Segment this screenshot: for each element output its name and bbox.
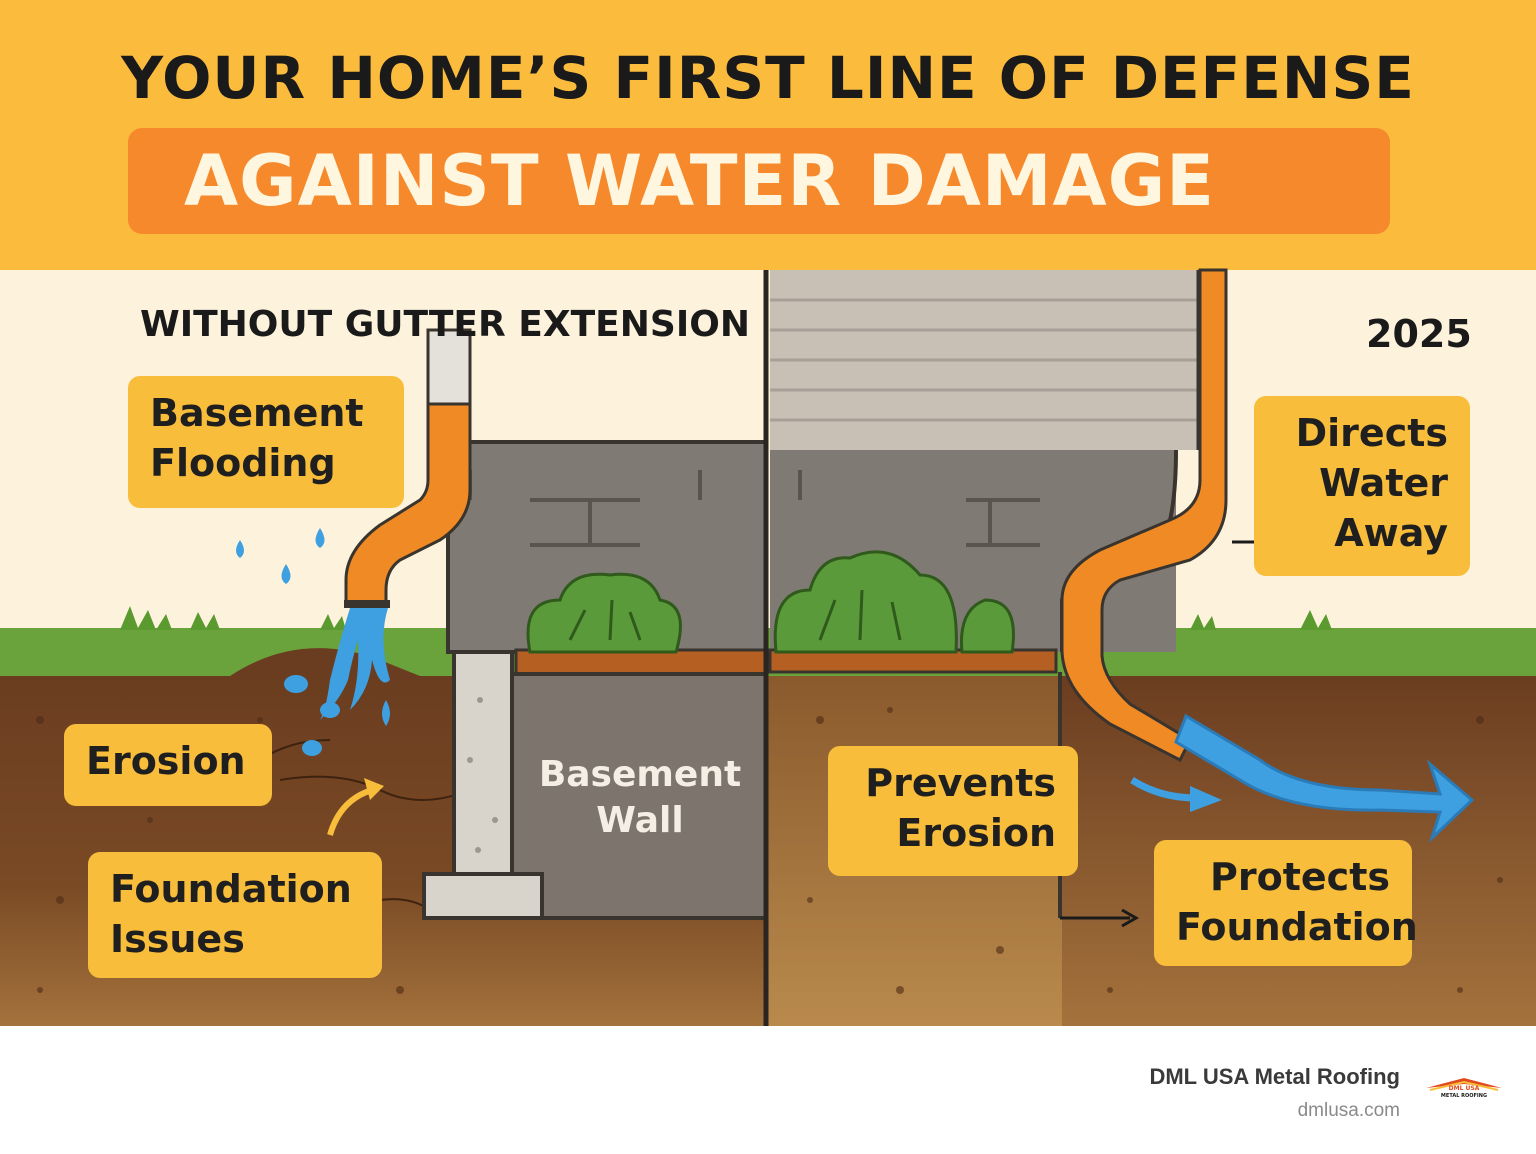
brick-lines-right [798, 470, 1040, 547]
brand-url: dmlusa.com [1297, 1100, 1400, 1121]
basement-wall-label-line-2: Wall [596, 800, 684, 841]
siding-lines [770, 298, 1198, 422]
label-prevents-erosion: Prevents Erosion [828, 746, 1078, 876]
label-protects-foundation: Protects Foundation [1154, 840, 1418, 966]
label-erosion-text: Erosion [86, 739, 246, 783]
label-foundation-issues-line-2: Issues [110, 917, 245, 961]
foundation-column [452, 650, 514, 880]
foundation-arrowhead [1121, 908, 1140, 928]
basement-wall-label: Basement Wall [530, 752, 750, 844]
label-directs-line-3: Away [1334, 511, 1448, 555]
concrete-dots [467, 697, 498, 853]
label-basement-flooding-line-1: Basement [150, 391, 364, 435]
brick-lines-left [468, 470, 702, 547]
erosion-arrow [327, 787, 373, 836]
water-flow-small [1130, 777, 1197, 802]
brand-block: DML USA Metal Roofing dmlusa.com [1149, 1064, 1400, 1122]
label-foundation-issues-line-1: Foundation [110, 867, 352, 911]
soil-mound-left [230, 648, 420, 676]
bush-left [526, 572, 682, 654]
left-panel-title: WITHOUT GUTTER EXTENSION [140, 304, 750, 345]
label-protects-line-2: Foundation [1176, 905, 1418, 949]
erosion-arrowhead [364, 778, 384, 800]
mulch-left [514, 648, 768, 676]
label-directs-line-2: Water [1319, 461, 1448, 505]
brand-logo: DML USA METAL ROOFING [1426, 1078, 1502, 1099]
water-stream [1174, 713, 1475, 844]
headline-banner: AGAINST WATER DAMAGE [128, 128, 1390, 234]
logo-text-2: METAL ROOFING [1441, 1093, 1487, 1099]
downspout-left-outlet [344, 600, 390, 608]
footer-background [0, 1026, 1536, 1154]
foundation-footing [422, 872, 544, 920]
headline-line-1: YOUR HOME’S FIRST LINE OF DEFENSE [121, 44, 1415, 112]
label-directs-line-1: Directs [1295, 411, 1448, 455]
downspout-right [1060, 268, 1228, 763]
label-erosion: Erosion [64, 724, 272, 806]
label-protects-line-1: Protects [1210, 855, 1390, 899]
water-flow-small-head [1190, 786, 1222, 812]
label-basement-flooding: Basement Flooding [128, 376, 404, 508]
label-prevents-line-2: Erosion [896, 811, 1056, 855]
bush-right [773, 550, 958, 654]
label-basement-flooding-line-2: Flooding [150, 441, 336, 485]
grass-tufts-left [120, 606, 346, 630]
shrub-small-right [959, 598, 1015, 654]
label-directs-water-away: Directs Water Away [1254, 396, 1470, 576]
label-foundation-issues: Foundation Issues [88, 852, 382, 978]
headline-line-2: AGAINST WATER DAMAGE [184, 140, 1216, 222]
label-prevents-line-1: Prevents [865, 761, 1056, 805]
year-label: 2025 [1366, 312, 1472, 356]
basement-wall-label-line-1: Basement [538, 754, 742, 795]
logo-text-1: DML USA [1449, 1085, 1480, 1092]
water-splash [236, 528, 390, 756]
brand-name: DML USA Metal Roofing [1149, 1064, 1400, 1089]
